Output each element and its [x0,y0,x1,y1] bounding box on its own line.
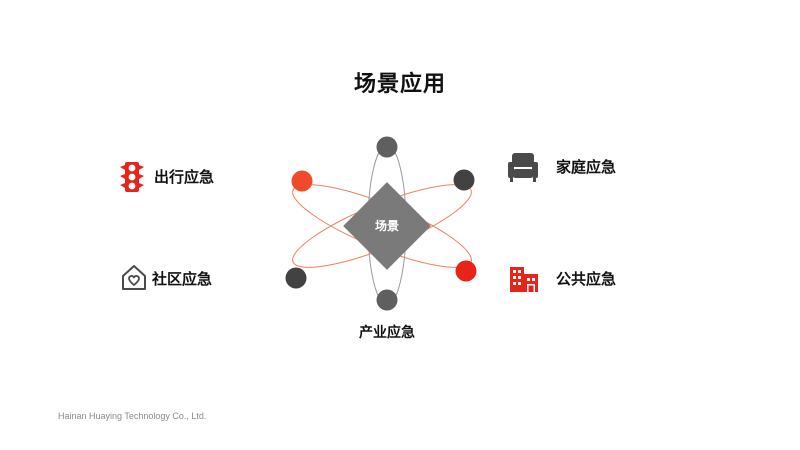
label-home-emergency: 家庭应急 [556,158,617,176]
node-upper-right [453,169,475,191]
traffic-light-icon [120,162,144,192]
label-industry-emergency: 产业应急 [359,325,415,341]
page-title: 场景应用 [353,72,446,97]
node-upper-left [291,170,313,192]
center-diamond [343,182,431,270]
label-travel-emergency: 出行应急 [154,168,215,186]
node-lower-right [455,260,477,282]
label-public-emergency: 公共应急 [556,270,617,288]
house-heart-icon [122,265,146,290]
node-bottom [376,289,398,311]
armchair-icon [508,153,538,182]
node-top [376,136,398,158]
label-community-emergency: 社区应急 [152,270,213,288]
building-icon [510,267,538,292]
node-lower-left [285,267,307,289]
center-label: 场景 [375,219,399,233]
company-footer: Hainan Huaying Technology Co., Ltd. [58,411,207,421]
